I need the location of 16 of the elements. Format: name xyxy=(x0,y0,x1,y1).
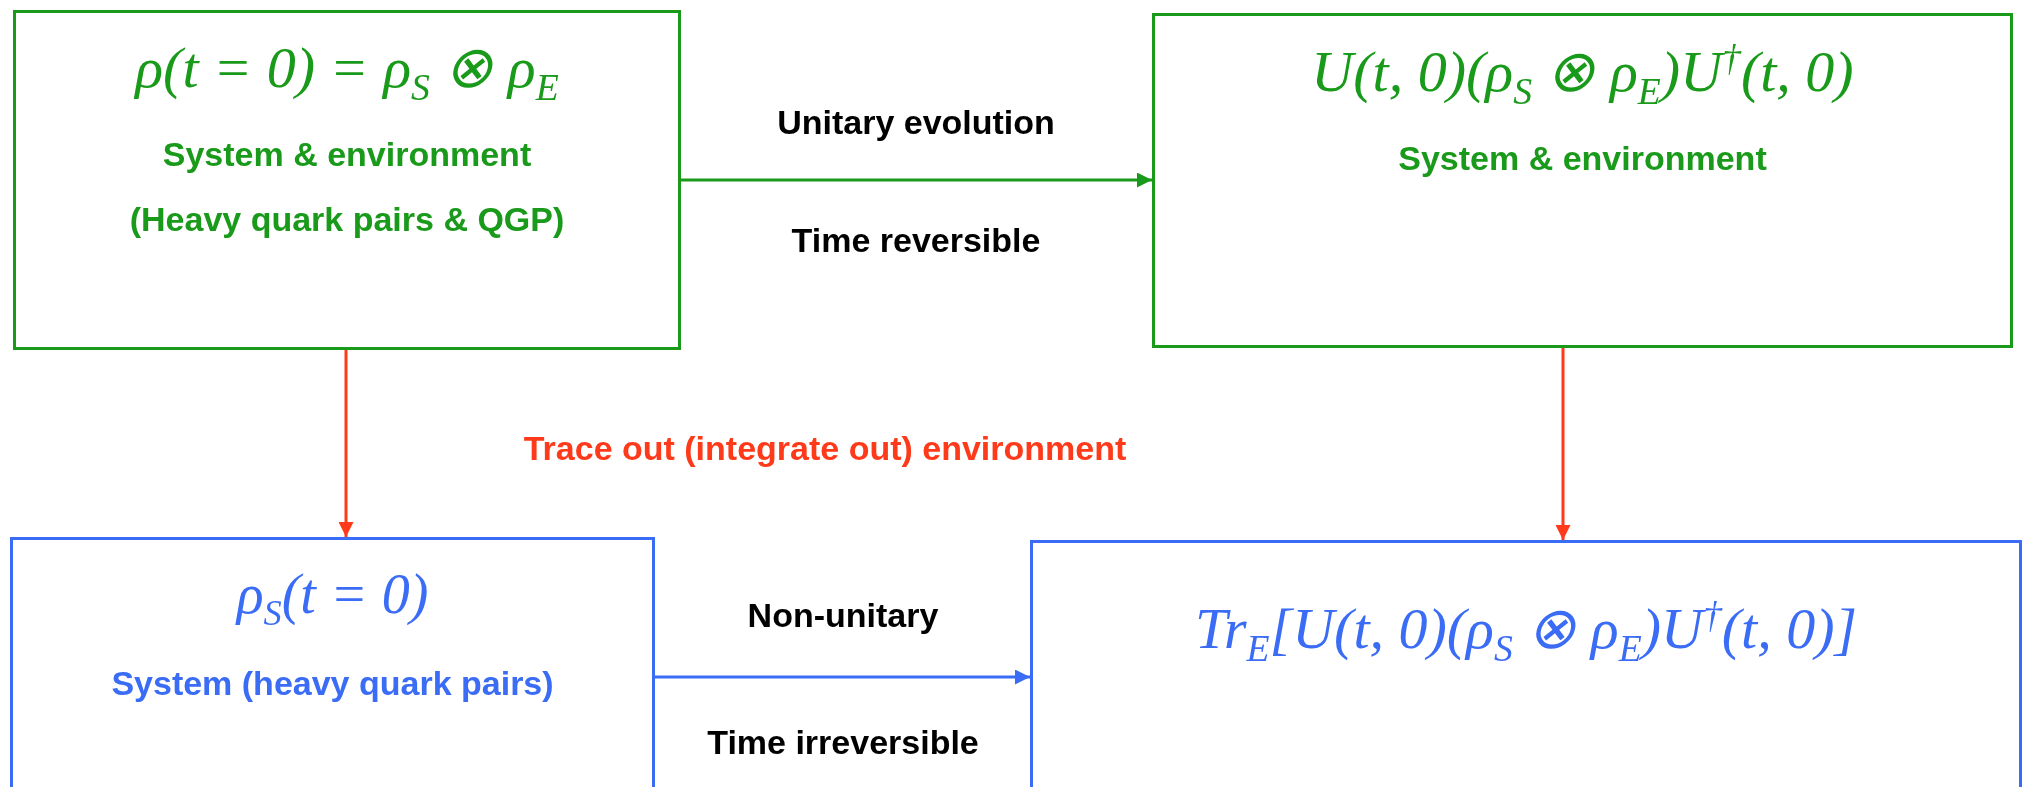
description-text: (Heavy quark pairs & QGP) xyxy=(129,199,565,239)
description-text: System (heavy quark pairs) xyxy=(111,664,554,704)
arrow xyxy=(1555,348,1571,540)
description-text: System & environment xyxy=(162,134,532,174)
process-box xyxy=(10,537,655,787)
process-box xyxy=(13,10,681,350)
arrow xyxy=(681,172,1152,188)
process-box xyxy=(1152,13,2013,348)
arrow xyxy=(338,350,354,537)
formula: Tr$_{E}$[U(t, 0)(ρ$_{S}$ ⊗ ρ$_{E}$)U$^{†}$(t, 0)] xyxy=(1194,593,1858,670)
description-text: System & environment xyxy=(1398,138,1767,178)
formula: U(t, 0)(ρ$_{S}$ ⊗ ρ$_{E}$)U$^{†}$(t, 0) xyxy=(1311,36,1854,113)
formula: ρ(t = 0) = ρ$_{S}$ ⊗ ρ$_{E}$ xyxy=(135,34,559,109)
process-box xyxy=(1030,540,2022,787)
arrow xyxy=(655,669,1030,685)
formula: ρ$_{S}$(t = 0) xyxy=(236,562,429,635)
